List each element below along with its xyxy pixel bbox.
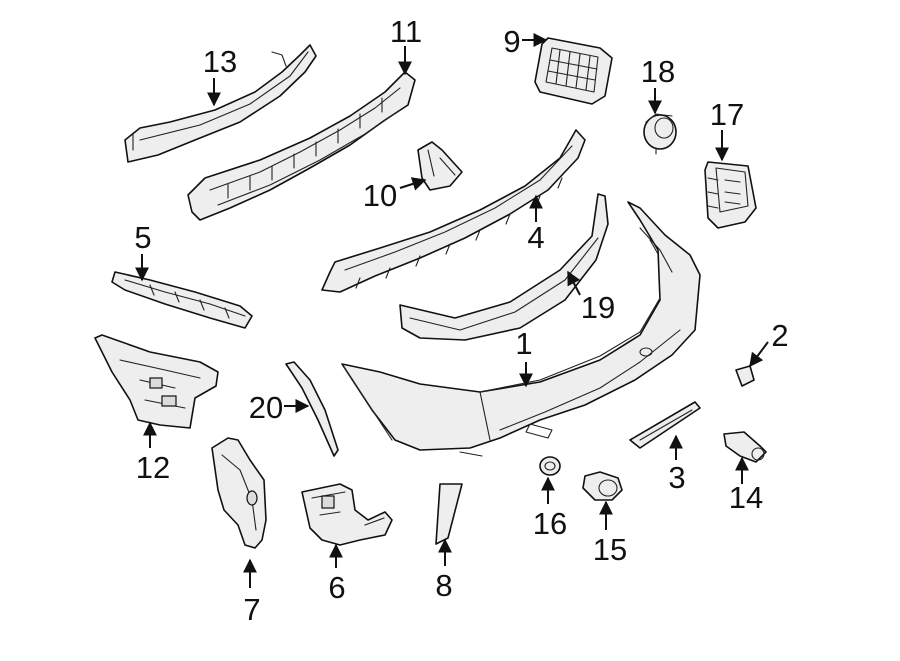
part-17-control-module <box>704 161 757 229</box>
callout-3: 3 <box>668 460 685 495</box>
part-10-bracket <box>417 141 463 191</box>
part-5-guide-bracket <box>111 271 253 329</box>
callout-5: 5 <box>134 220 151 255</box>
part-3-reflector <box>629 401 701 449</box>
callout-6: 6 <box>328 570 345 605</box>
part-15-sensor-holder <box>582 471 623 501</box>
callout-4: 4 <box>527 220 544 255</box>
callout-14: 14 <box>729 480 763 515</box>
part-18-sensor <box>643 113 677 155</box>
callout-19: 19 <box>581 290 615 325</box>
part-6-mount-bracket <box>301 483 393 546</box>
part-20-side-trim <box>285 361 339 457</box>
callout-8: 8 <box>435 568 452 603</box>
callout-10: 10 <box>363 178 397 213</box>
callout-1: 1 <box>515 326 532 361</box>
callout-15: 15 <box>593 532 627 567</box>
part-2-clip <box>735 365 755 387</box>
part-11-energy-absorber <box>187 71 416 221</box>
part-8-small-trim <box>435 483 463 545</box>
callout-labels: 13 11 9 18 17 10 4 5 19 1 2 20 12 3 14 1… <box>134 14 788 627</box>
part-12-side-bracket <box>94 334 219 429</box>
callout-7: 7 <box>243 592 260 627</box>
callout-18: 18 <box>641 54 675 89</box>
part-4-cover-strip <box>321 129 586 293</box>
part-13-reinforcement-bar <box>124 44 317 163</box>
callout-2: 2 <box>771 318 788 353</box>
callout-11: 11 <box>390 14 422 49</box>
callout-12: 12 <box>136 450 170 485</box>
part-19-garnish-strip <box>399 193 609 341</box>
callout-17: 17 <box>710 97 744 132</box>
part-9-vent-grille <box>534 37 613 105</box>
part-16-grommet <box>539 456 561 476</box>
part-14-parking-sensor <box>723 431 767 463</box>
callout-9: 9 <box>503 24 520 59</box>
leader-arrows <box>135 33 769 588</box>
callout-20: 20 <box>249 390 283 425</box>
callout-13: 13 <box>203 44 237 79</box>
part-7-vertical-bracket <box>211 437 267 549</box>
callout-16: 16 <box>533 506 567 541</box>
